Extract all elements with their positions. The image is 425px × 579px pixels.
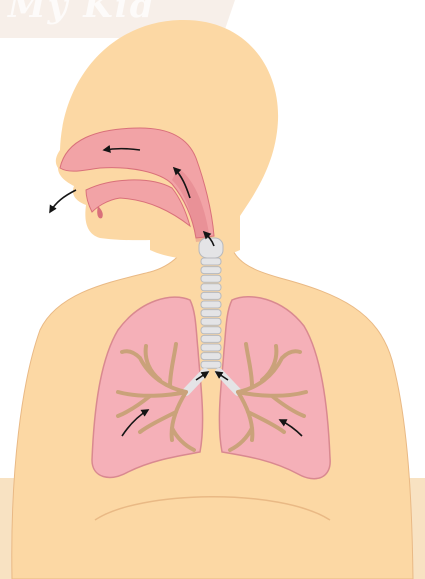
trachea-ring [201, 353, 221, 360]
trachea-ring [201, 318, 221, 325]
trachea-ring [201, 292, 221, 299]
trachea-ring [201, 335, 221, 342]
trachea-ring [201, 301, 221, 308]
trachea-ring [201, 267, 221, 274]
trachea-ring [201, 258, 221, 265]
trachea-ring [201, 275, 221, 282]
trachea-ring [201, 310, 221, 317]
trachea-ring [201, 327, 221, 334]
trachea-ring [201, 344, 221, 351]
trachea-ring [201, 284, 221, 291]
trachea-ring [201, 361, 221, 368]
